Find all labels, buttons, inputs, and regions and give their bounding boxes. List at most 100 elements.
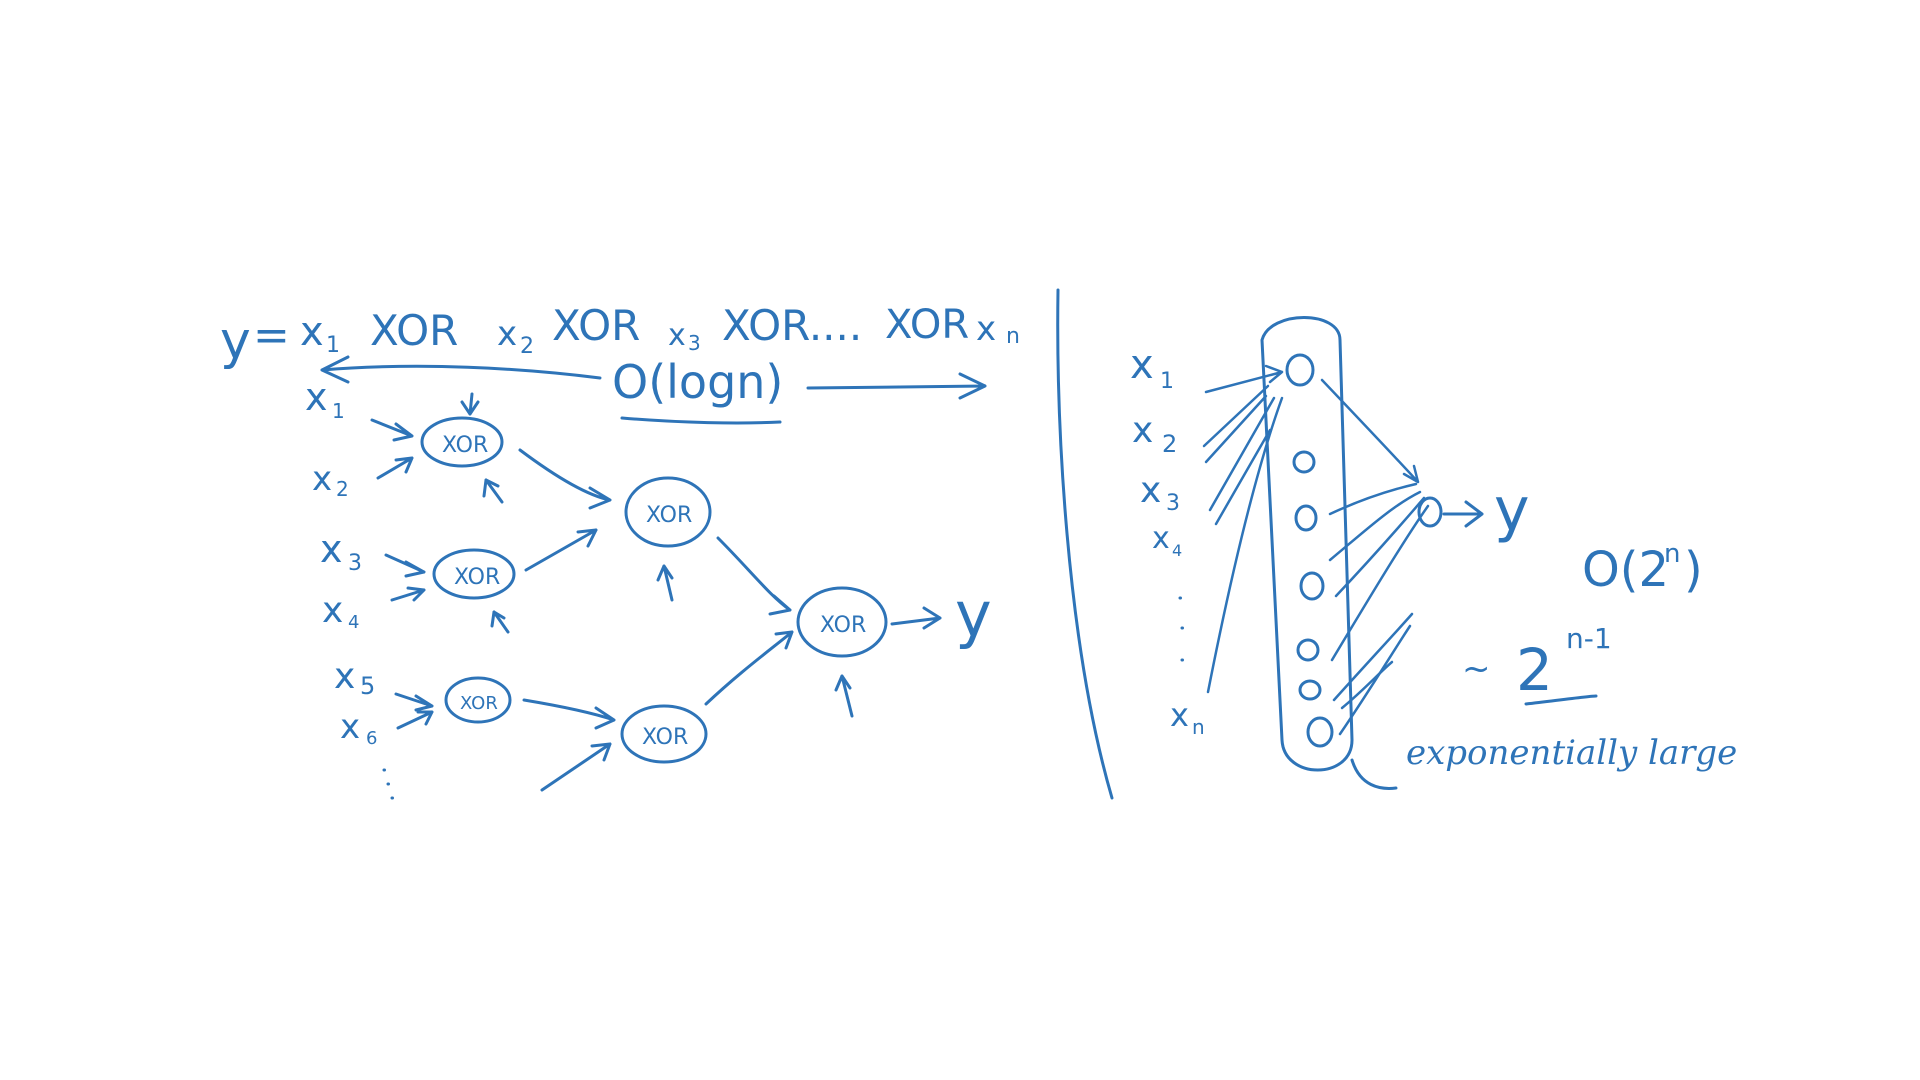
svg-text:x: x [312, 459, 332, 499]
eq-y: y [220, 311, 251, 371]
hidden-unit-5 [1296, 638, 1320, 662]
eq-xor-4: XOR [885, 302, 969, 348]
svg-text:n-1: n-1 [1566, 622, 1612, 655]
eq-term-1: x [300, 309, 324, 355]
svg-text:XOR: XOR [642, 725, 688, 750]
shallow-network: x 1 x 2 x 3 x 4 x n [1130, 316, 1737, 790]
svg-text:2: 2 [1516, 636, 1553, 704]
xor-tree: x 1 x 2 x 3 x 4 x 5 x 6 [305, 375, 992, 800]
svg-text:XOR: XOR [454, 565, 500, 590]
equation: y = x 1 XOR x 2 XOR x 3 XOR.... XOR x n [220, 301, 1020, 371]
tree-output-y: y [955, 578, 992, 651]
eq-equals: = [253, 310, 290, 361]
svg-text:XOR: XOR [820, 613, 866, 638]
output-arrow [1442, 500, 1484, 528]
eq-xor-3: XOR.... [722, 301, 862, 350]
tree-input-arrows [370, 418, 612, 792]
eq-term-3-sub: 3 [688, 331, 701, 355]
xor-gate-3: XOR [444, 676, 512, 724]
hidden-unit-3 [1294, 504, 1318, 532]
hidden-unit-6 [1298, 679, 1322, 701]
svg-text:n: n [1664, 539, 1680, 569]
eq-term-1-sub: 1 [326, 333, 340, 358]
svg-text:XOR: XOR [646, 503, 692, 528]
hidden-unit-1 [1285, 353, 1315, 387]
svg-text:x: x [1130, 342, 1154, 388]
svg-text:n: n [1192, 715, 1205, 739]
eq-xor-1: XOR [370, 306, 458, 355]
svg-text:2: 2 [1162, 430, 1177, 458]
hidden-layer-tail [1350, 758, 1398, 790]
eq-term-4-sub: n [1006, 324, 1020, 349]
shallow-output-y: y [1494, 475, 1530, 545]
hidden-unit-7 [1306, 716, 1334, 748]
input-connections [1202, 364, 1284, 694]
tree-ellipsis [382, 768, 394, 800]
eq-term-3: x [668, 318, 686, 353]
eq-term-2: x [497, 314, 517, 354]
shallow-input-x1: x 1 [1130, 342, 1174, 394]
eq-xor-2: XOR [552, 301, 640, 350]
svg-text:XOR: XOR [442, 433, 488, 458]
exponentially-large-note: exponentially large [1406, 733, 1737, 773]
eq-term-4: x [976, 309, 996, 349]
depth-label: O(logn) [612, 355, 783, 409]
divider-line [1056, 288, 1114, 800]
svg-text:XOR: XOR [460, 693, 498, 714]
shallow-input-xn: x n [1170, 696, 1205, 739]
svg-text:x: x [334, 656, 355, 697]
xor-gate-6: XOR [796, 586, 888, 658]
depth-arrow-right [806, 372, 987, 400]
svg-text:x: x [320, 527, 343, 571]
svg-text:x: x [1140, 470, 1161, 511]
svg-text:1: 1 [1160, 369, 1174, 394]
xor-gate-2: XOR [432, 548, 516, 600]
svg-text:x: x [1170, 696, 1189, 734]
svg-text:3: 3 [1166, 491, 1180, 516]
depth-underline [620, 416, 782, 425]
shallow-input-x3: x 3 [1140, 470, 1180, 516]
svg-text:x: x [305, 375, 328, 419]
xor-gate-4: XOR [624, 476, 712, 548]
tree-input-x4: x 4 [322, 590, 359, 633]
svg-text:~: ~ [1462, 649, 1491, 689]
output-connections [1320, 378, 1430, 736]
xor-gate-1: XOR [420, 416, 504, 468]
tree-input-x2: x 2 [312, 459, 349, 501]
tree-bias-arrows [460, 392, 854, 718]
svg-text:O(2: O(2 [1582, 542, 1669, 598]
svg-text:x: x [322, 590, 343, 631]
svg-text:x: x [1152, 521, 1170, 556]
tree-input-x6: x 6 [340, 707, 377, 749]
svg-text:2: 2 [336, 477, 349, 501]
tree-input-x5: x 5 [334, 656, 375, 700]
hidden-layer-capsule [1260, 316, 1354, 772]
tree-input-x1: x 1 [305, 375, 345, 423]
shallow-input-x2: x 2 [1132, 410, 1177, 458]
svg-text:4: 4 [348, 612, 359, 633]
svg-text:4: 4 [1172, 541, 1182, 560]
approx-label: ~ 2 n-1 [1462, 622, 1612, 706]
svg-text:x: x [340, 707, 360, 747]
eq-term-2-sub: 2 [520, 334, 534, 359]
svg-text:x: x [1132, 410, 1153, 451]
svg-text:3: 3 [348, 551, 362, 576]
shallow-input-x4: x 4 [1152, 521, 1182, 560]
hidden-unit-4 [1299, 571, 1325, 601]
hidden-unit-2 [1292, 450, 1316, 474]
shallow-ellipsis [1178, 596, 1184, 662]
depth-arrow-left [320, 355, 602, 384]
depth-annotation: O(logn) [320, 355, 987, 425]
svg-text:1: 1 [332, 399, 345, 423]
svg-text:): ) [1684, 542, 1703, 598]
xor-gate-5: XOR [620, 704, 708, 764]
svg-text:5: 5 [360, 672, 375, 700]
tree-edges [518, 448, 942, 730]
output-node [1417, 496, 1443, 528]
hidden-units [1285, 353, 1334, 748]
tree-input-x3: x 3 [320, 527, 362, 576]
complexity-label: O(2 n ) [1582, 539, 1703, 598]
svg-text:6: 6 [366, 728, 377, 749]
